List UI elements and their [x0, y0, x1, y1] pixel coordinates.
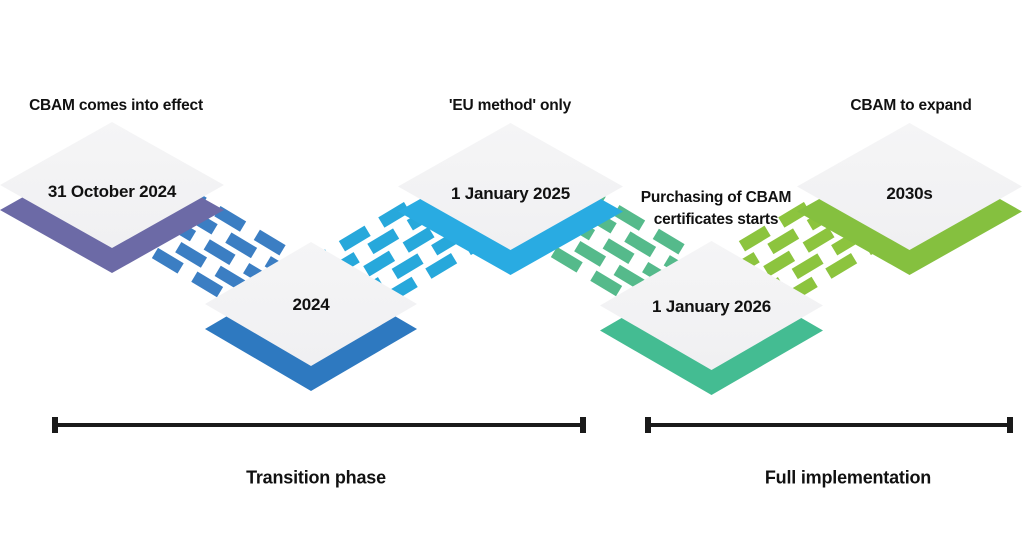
phase-label-full-implementation: Full implementation — [764, 467, 932, 488]
milestone-tile-1-january-2025: 1 January 2025 — [398, 123, 623, 275]
milestone-tile-2030s: 2030s — [797, 123, 1022, 275]
milestone-tile-31-october-2024: 31 October 2024 — [0, 122, 224, 273]
milestone-date: 2030s — [886, 183, 933, 203]
phase-line-transition — [52, 417, 586, 433]
milestone-date: 1 January 2025 — [450, 183, 571, 203]
milestone-caption-expand: CBAM to expand — [850, 97, 972, 114]
milestone-caption-cbam-effect: CBAM comes into effect — [29, 97, 203, 114]
tile-face: 2030s — [797, 123, 1022, 250]
milestone-date: 1 January 2026 — [651, 296, 772, 316]
tile-face: 31 October 2024 — [0, 122, 224, 248]
tile-face: 1 January 2025 — [398, 123, 623, 250]
milestone-tile-1-january-2026: 1 January 2026 — [600, 241, 823, 395]
milestone-tile-2024: 2024 — [205, 242, 417, 391]
milestone-caption-eu-method: 'EU method' only — [448, 97, 572, 114]
milestone-caption-certificates: Purchasing of CBAM certificates starts — [640, 189, 792, 228]
phase-label-transition: Transition phase — [246, 467, 386, 488]
tile-face: 1 January 2026 — [600, 241, 823, 370]
phase-line-full-implementation — [645, 417, 1013, 433]
milestone-date: 31 October 2024 — [47, 182, 177, 201]
milestone-date: 2024 — [292, 295, 330, 314]
